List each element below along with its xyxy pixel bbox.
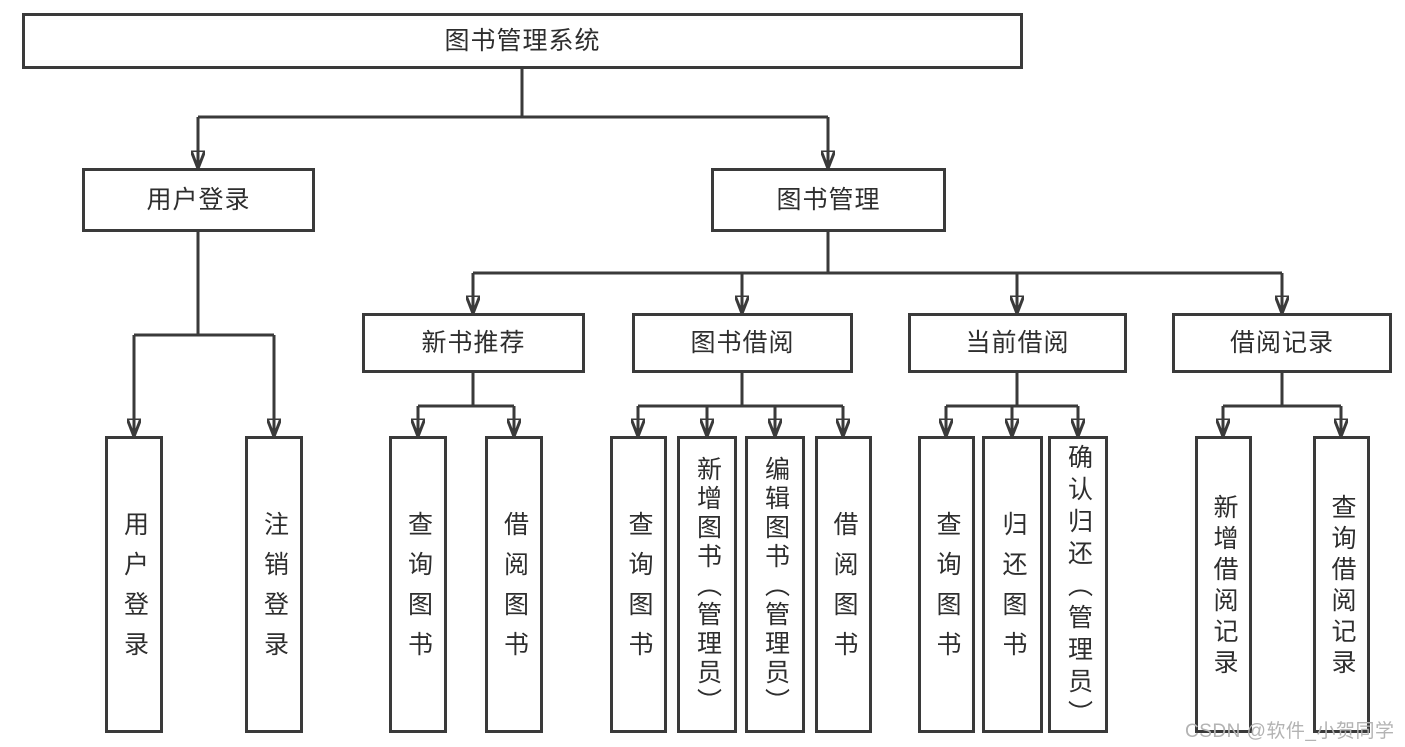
node-label: 用户登录: [120, 511, 149, 671]
node-new-book-recommend: 新书推荐: [362, 313, 585, 373]
node-label: 归还图书: [999, 511, 1027, 671]
node-label: 查询借阅记录: [1328, 494, 1356, 680]
node-label: 查询图书: [625, 511, 653, 671]
node-label: 注销登录: [260, 511, 289, 671]
node-label: 编辑图书（管理员）: [761, 455, 790, 717]
node-label: 新增借阅记录: [1210, 494, 1238, 680]
node-label: 查询图书: [933, 511, 961, 671]
connector-records: [1223, 373, 1341, 436]
node-book-management: 图书管理: [711, 168, 946, 232]
connector-new-books: [418, 373, 514, 436]
leaf-borrow-books: 借阅图书: [815, 436, 872, 733]
leaf-query-books-current: 查询图书: [918, 436, 975, 733]
node-label: 新增图书（管理员）: [693, 455, 722, 717]
node-book-borrowing: 图书借阅: [632, 313, 853, 373]
node-label: 用户登录: [146, 185, 251, 214]
leaf-add-borrow-record: 新增借阅记录: [1195, 436, 1252, 733]
node-label: 图书借阅: [690, 328, 795, 357]
connector-book-management: [473, 232, 1282, 313]
node-label: 查询图书: [404, 511, 433, 671]
leaf-user-login: 用户登录: [105, 436, 163, 733]
node-label: 图书管理系统: [444, 26, 601, 55]
leaf-borrow-books-recommend: 借阅图书: [485, 436, 543, 733]
node-label: 当前借阅: [965, 328, 1070, 357]
node-current-borrowing: 当前借阅: [908, 313, 1127, 373]
connector-user-login: [134, 232, 274, 436]
node-label: 图书管理: [776, 185, 881, 214]
leaf-query-borrow-record: 查询借阅记录: [1313, 436, 1370, 733]
node-library-management-system: 图书管理系统: [22, 13, 1023, 69]
connector-root: [198, 69, 828, 168]
leaf-add-books-admin: 新增图书（管理员）: [677, 436, 737, 733]
leaf-return-books: 归还图书: [982, 436, 1043, 733]
node-label: 借阅图书: [830, 511, 858, 671]
leaf-query-books-recommend: 查询图书: [389, 436, 447, 733]
node-label: 新书推荐: [421, 328, 526, 357]
node-label: 借阅记录: [1229, 328, 1334, 357]
connector-borrow: [638, 373, 843, 436]
leaf-query-books-borrow: 查询图书: [610, 436, 667, 733]
leaf-confirm-return-admin: 确认归还（管理员）: [1048, 436, 1108, 733]
leaf-logout: 注销登录: [245, 436, 303, 733]
node-borrowing-records: 借阅记录: [1172, 313, 1392, 373]
connector-current: [946, 373, 1078, 436]
csdn-watermark: CSDN @软件_小贺同学: [1185, 721, 1395, 742]
node-label: 确认归还（管理员）: [1064, 443, 1093, 732]
leaf-edit-books-admin: 编辑图书（管理员）: [745, 436, 805, 733]
node-label: 借阅图书: [500, 511, 529, 671]
node-user-login: 用户登录: [82, 168, 315, 232]
